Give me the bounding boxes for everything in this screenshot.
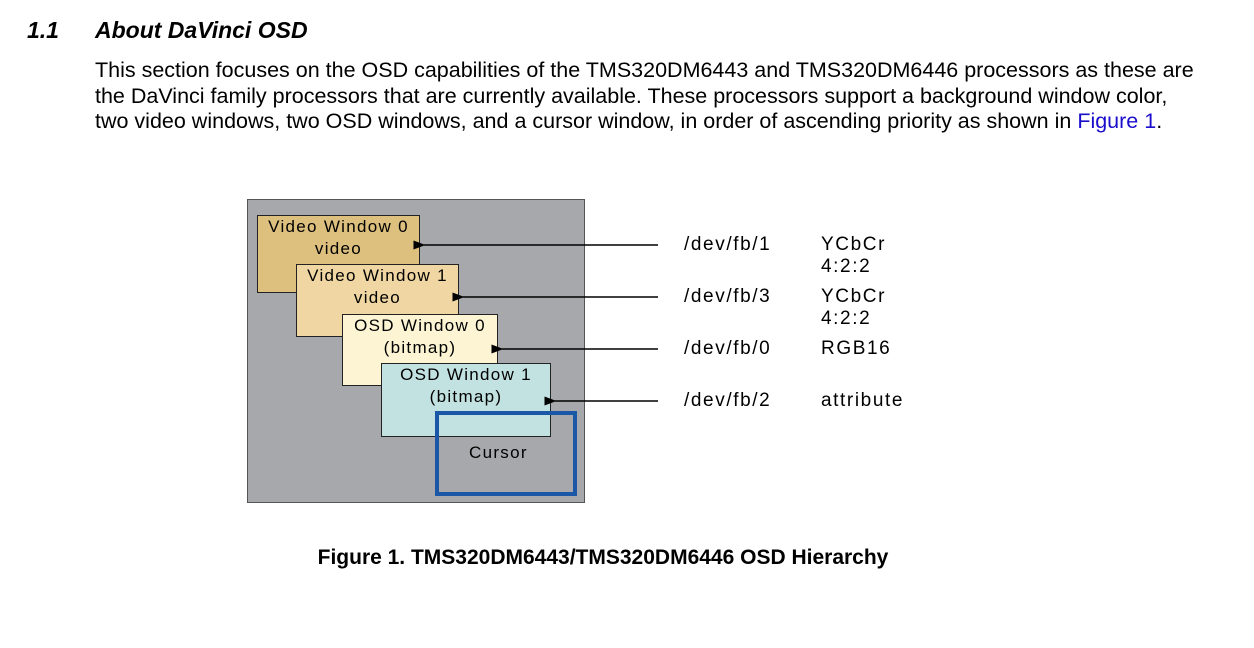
device-fb2: /dev/fb/2 [684, 390, 772, 411]
paragraph-end: . [1156, 109, 1163, 133]
device-fb3: /dev/fb/3 [684, 286, 772, 307]
section-number: 1.1 [27, 17, 59, 43]
video-window-0-title: Video Window 0 [268, 217, 409, 236]
figure-1-link[interactable]: Figure 1 [1077, 109, 1157, 133]
format-fb0: RGB16 [821, 338, 892, 359]
video-window-0-type: video [314, 239, 363, 258]
osd-window-0-title: OSD Window 0 [354, 316, 486, 335]
paragraph-text: This section focuses on the OSD capabili… [95, 58, 1194, 133]
video-window-1-title: Video Window 1 [307, 266, 448, 285]
format-fb2: attribute [821, 390, 905, 411]
format-fb1: YCbCr 4:2:2 [821, 234, 887, 277]
section-title: About DaVinci OSD [95, 17, 308, 43]
osd-window-1-title: OSD Window 1 [400, 365, 532, 384]
device-fb0: /dev/fb/0 [684, 338, 772, 359]
device-fb1: /dev/fb/1 [684, 234, 772, 255]
cursor-label: Cursor [469, 443, 528, 462]
osd-window-0-type: (bitmap) [383, 338, 457, 357]
figure-caption: Figure 1. TMS320DM6443/TMS320DM6446 OSD … [317, 546, 889, 569]
cursor-window [435, 411, 577, 496]
body-paragraph: This section focuses on the OSD capabili… [95, 58, 1205, 135]
format-fb3: YCbCr 4:2:2 [821, 286, 887, 329]
video-window-1-type: video [353, 288, 402, 307]
osd-window-1: OSD Window 1 (bitmap) [381, 363, 551, 437]
osd-window-1-type: (bitmap) [429, 387, 503, 406]
